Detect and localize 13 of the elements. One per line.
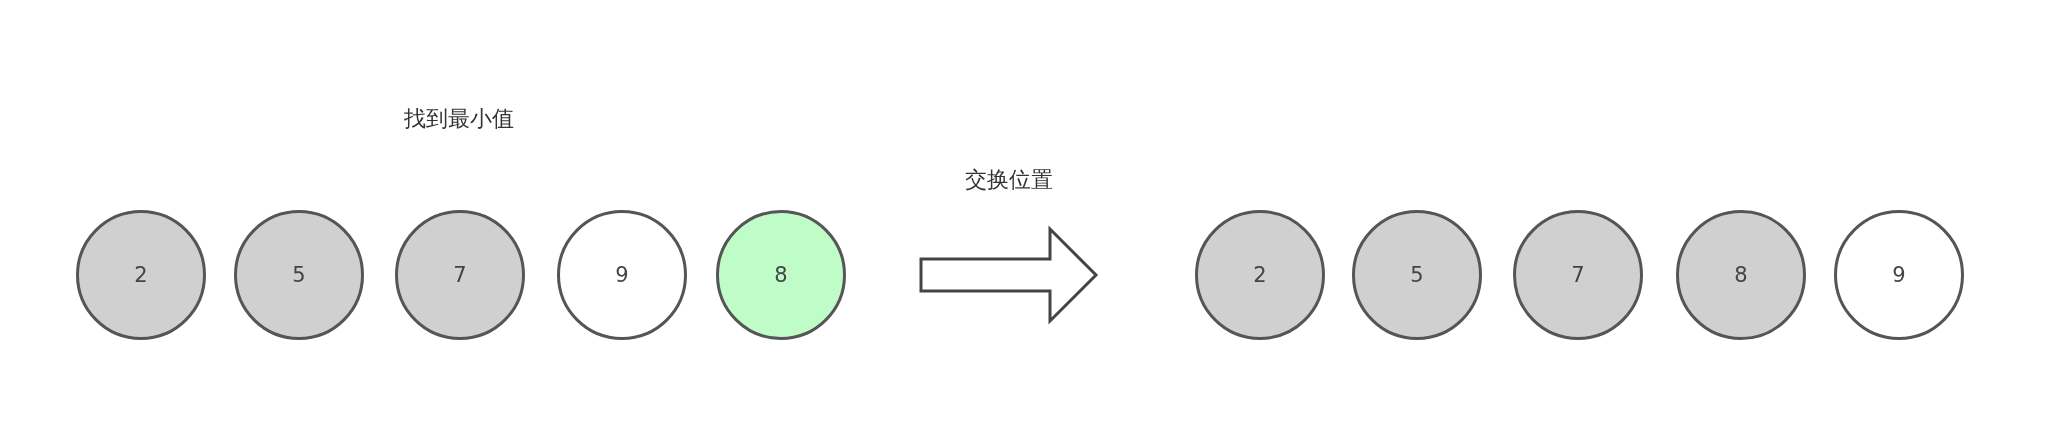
note-text: 找到最小值	[404, 105, 514, 133]
block-arrow	[919, 225, 1099, 325]
number-circle: 8	[1676, 210, 1806, 340]
number-circle: 5	[234, 210, 364, 340]
number-circle: 9	[1834, 210, 1964, 340]
number-circle: 9	[557, 210, 687, 340]
number-circle: 7	[395, 210, 525, 340]
number-circle: 8	[716, 210, 846, 340]
number-circle: 7	[1513, 210, 1643, 340]
edge-label: 交换位置	[964, 166, 1053, 194]
number-circle: 5	[1352, 210, 1482, 340]
number-circle: 2	[1195, 210, 1325, 340]
number-circle: 2	[76, 210, 206, 340]
